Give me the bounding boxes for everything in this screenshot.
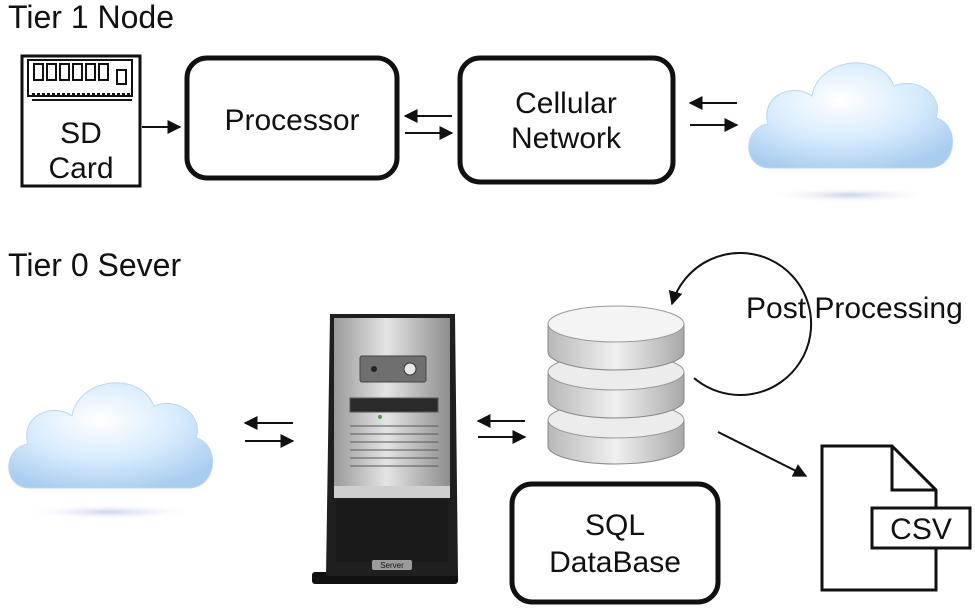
csv-label: CSV <box>890 513 952 546</box>
processor-label: Processor <box>224 104 359 137</box>
cellular-label-line2: Network <box>511 122 622 155</box>
sd-card-icon: SD Card <box>20 54 142 188</box>
server-tower-icon: Server <box>312 314 458 584</box>
arrow-database-to-csv <box>717 431 808 477</box>
cellular-network-box: Cellular Network <box>457 55 676 185</box>
server-badge: Server <box>380 561 404 570</box>
sd-card-label-line2: Card <box>48 152 113 185</box>
sd-card-label-line1: SD <box>60 117 102 150</box>
sql-label-line1: SQL <box>585 509 645 542</box>
post-processing-label: Post Processing <box>746 292 963 325</box>
cloud-icon <box>748 62 953 203</box>
sql-database-box: SQL DataBase <box>509 481 721 605</box>
tier0-title: Tier 0 Sever <box>8 247 181 283</box>
csv-file-icon: CSV <box>820 444 972 592</box>
cloud-icon <box>8 382 213 520</box>
sql-label-line2: DataBase <box>549 546 681 579</box>
post-processing-loop: Post Processing <box>668 252 963 397</box>
cellular-label-line1: Cellular <box>515 87 617 120</box>
tier1-title: Tier 1 Node <box>8 0 174 35</box>
processor-box: Processor <box>184 55 400 181</box>
database-icon <box>547 305 685 465</box>
